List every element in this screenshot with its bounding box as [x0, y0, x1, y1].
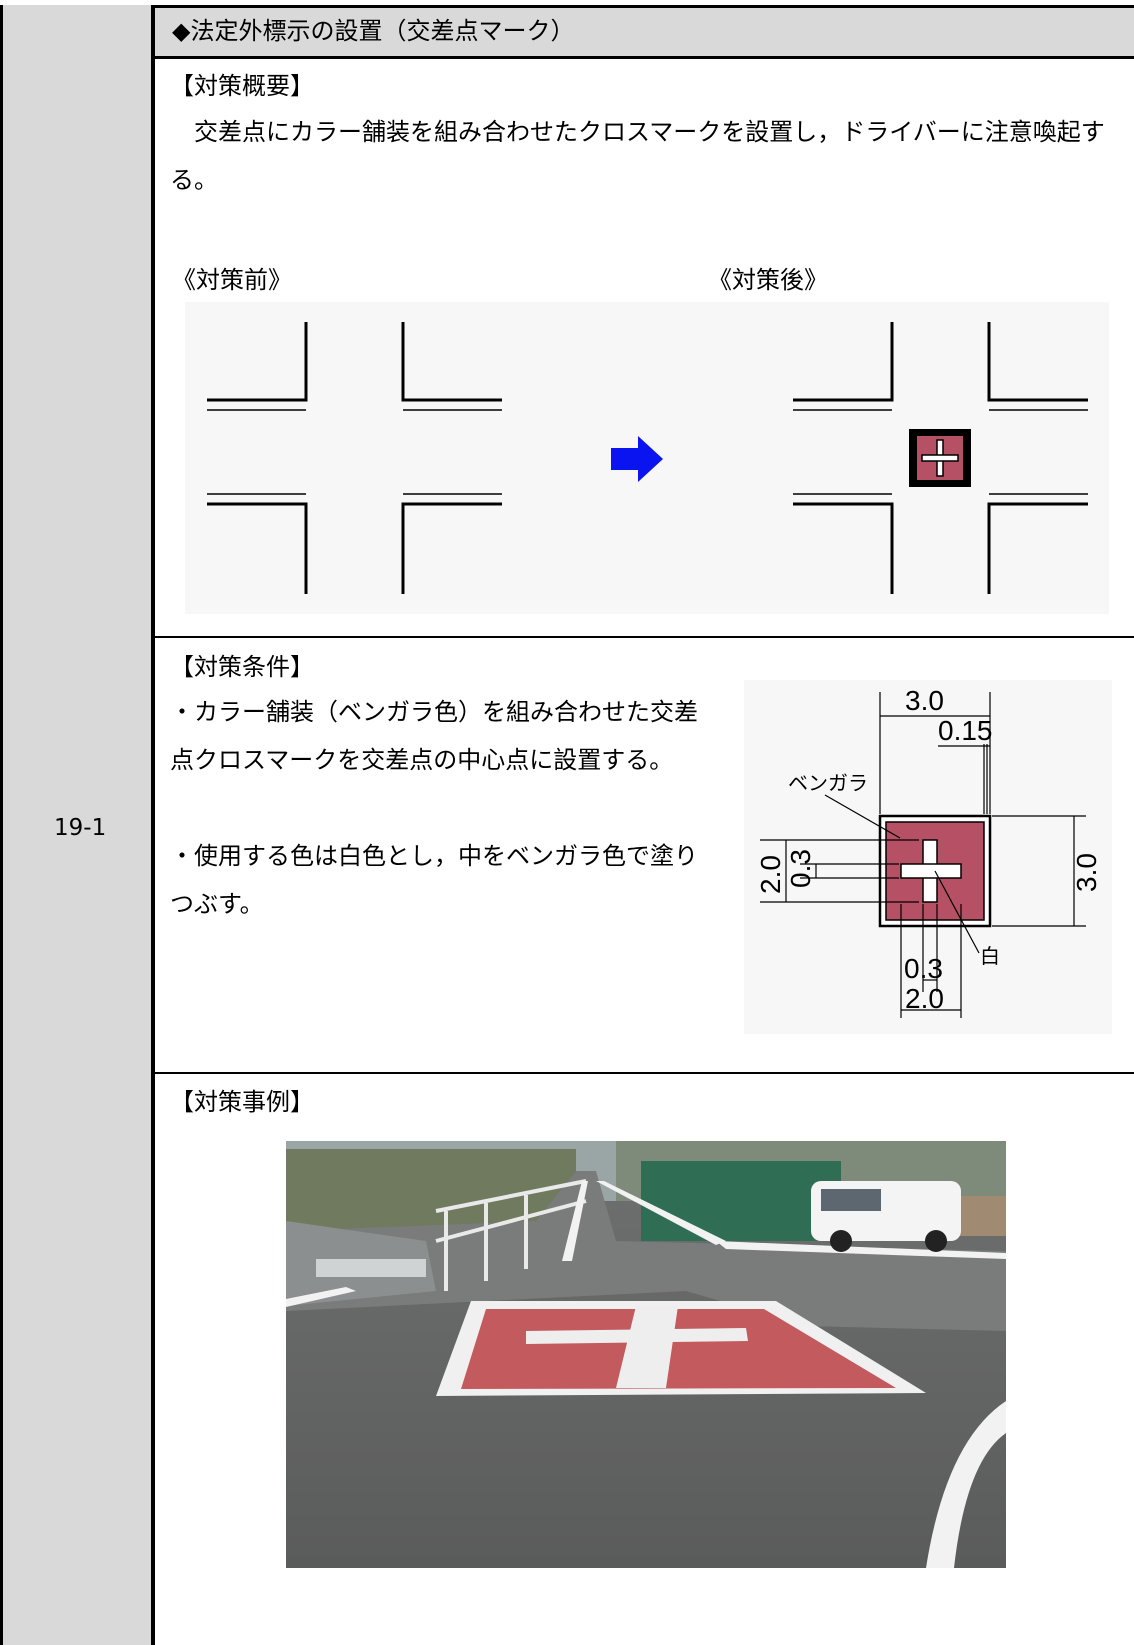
cross-mark-dimension-diagram: 3.0 0.15 ベンガラ 白 0.3 2.0 2.0 0.3 3.0	[744, 680, 1112, 1034]
example-photo	[286, 1141, 1006, 1568]
page-title: ◆法定外標示の設置（交差点マーク）	[172, 17, 575, 45]
overview-heading: 【対策概要】	[170, 72, 314, 100]
overview-body: 交差点にカラー舗装を組み合わせたクロスマークを設置し，ドライバーに注意喚起する。	[170, 118, 1105, 194]
dim-left-outer: 2.0	[755, 855, 786, 894]
arrow-right-icon	[611, 436, 663, 482]
dim-right-height: 3.0	[1071, 853, 1102, 892]
section-divider	[155, 636, 1134, 638]
intersection-figure	[185, 302, 1109, 614]
dim-bottom-outer: 2.0	[905, 983, 944, 1014]
dim-top-width: 3.0	[905, 685, 944, 716]
conditions-heading: 【対策条件】	[170, 653, 314, 681]
before-intersection	[207, 322, 502, 594]
section-divider	[155, 1072, 1134, 1074]
dim-bottom-inner: 0.3	[904, 953, 943, 984]
before-label: 《対策前》	[172, 266, 292, 294]
after-label: 《対策後》	[708, 266, 828, 294]
row-id: 19-1	[54, 815, 107, 841]
white-label: 白	[980, 945, 1000, 968]
table-top-border	[0, 5, 1134, 8]
row-id-column	[0, 5, 151, 1645]
title-band	[155, 8, 1134, 59]
after-intersection	[793, 322, 1088, 594]
cross-mark-icon	[909, 429, 971, 487]
dim-line-width: 0.15	[938, 715, 993, 746]
example-heading: 【対策事例】	[170, 1088, 314, 1116]
dim-left-inner: 0.3	[785, 849, 816, 888]
conditions-line-1: ・カラー舗装（ベンガラ色）を組み合わせた交差点クロスマークを交差点の中心点に設置…	[170, 698, 698, 774]
bengara-label: ベンガラ	[788, 772, 868, 795]
column-divider	[151, 5, 155, 1645]
conditions-line-2: ・使用する色は白色とし，中をベンガラ色で塗りつぶす。	[170, 842, 698, 918]
